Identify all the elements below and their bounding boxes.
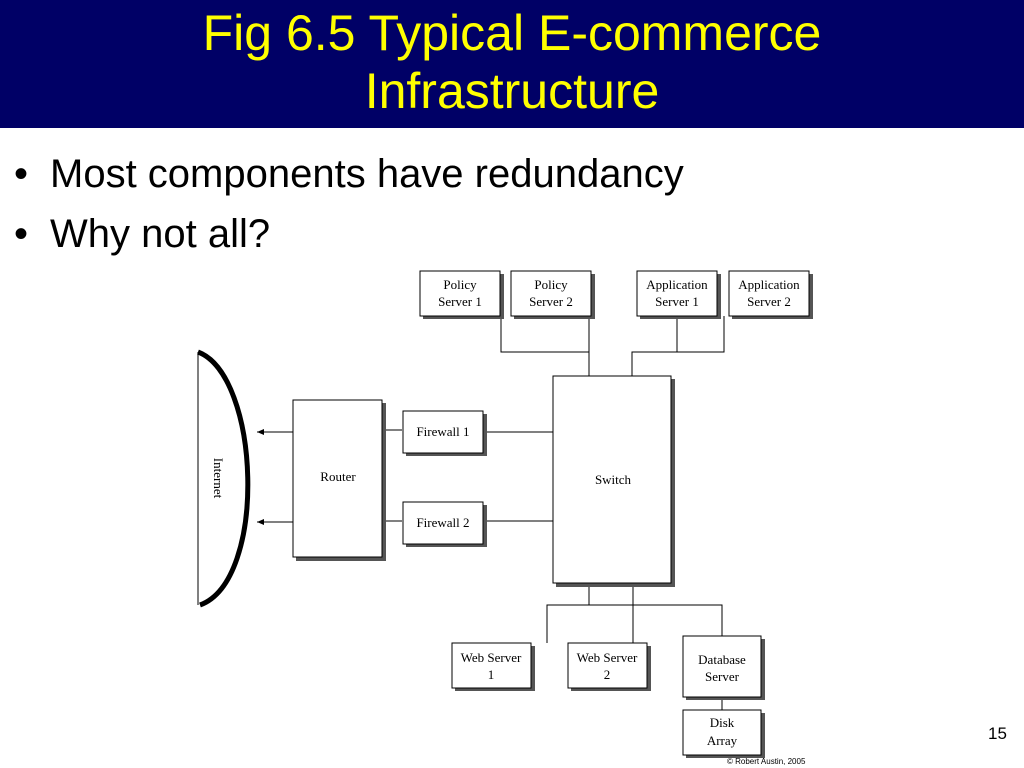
slide-title-line-1: Fig 6.5 Typical E-commerce bbox=[202, 5, 822, 61]
switch-to-database-line bbox=[632, 583, 723, 636]
firewall-2-label: Firewall 2 bbox=[416, 515, 469, 530]
policy-server-2-line-2: Server 2 bbox=[529, 294, 573, 309]
web-servers-connector bbox=[546, 604, 634, 643]
internet-cloud: Internet bbox=[196, 349, 251, 608]
switch-box: Switch bbox=[552, 375, 675, 587]
page-number: 15 bbox=[988, 724, 1007, 743]
app-server-1-line-1: Application bbox=[646, 277, 708, 292]
router-box: Router bbox=[292, 399, 386, 561]
switch-label: Switch bbox=[595, 472, 632, 487]
web-server-2-line-1: Web Server bbox=[577, 650, 638, 665]
policy-server-2-box: Policy Server 2 bbox=[510, 270, 595, 319]
web-server-1-line-2: 1 bbox=[488, 667, 495, 682]
app-server-2-line-1: Application bbox=[738, 277, 800, 292]
web-server-1-line-1: Web Server bbox=[461, 650, 522, 665]
app-server-2-box: Application Server 2 bbox=[728, 270, 813, 319]
bullet-marker: • bbox=[14, 212, 29, 256]
firewall-1-box: Firewall 1 bbox=[402, 410, 487, 456]
title-bar: Fig 6.5 Typical E-commerce Infrastructur… bbox=[0, 0, 1024, 128]
web-server-1-box: Web Server 1 bbox=[451, 642, 535, 691]
web-server-2-line-2: 2 bbox=[604, 667, 611, 682]
policy-server-1-line-2: Server 1 bbox=[438, 294, 482, 309]
bullet-marker: • bbox=[14, 152, 29, 196]
app-server-2-line-2: Server 2 bbox=[747, 294, 791, 309]
web-server-2-box: Web Server 2 bbox=[567, 642, 651, 691]
internet-label: Internet bbox=[211, 458, 226, 499]
bullet-list: • Most components have redundancy • Why … bbox=[14, 150, 684, 270]
slide-title-line-2: Infrastructure bbox=[364, 63, 660, 119]
policy-servers-connector bbox=[500, 316, 590, 353]
bullet-text: Why not all? bbox=[50, 212, 271, 256]
app-server-1-line-2: Server 1 bbox=[655, 294, 699, 309]
database-server-line-2: Server bbox=[705, 669, 740, 684]
bullet-item: • Most components have redundancy bbox=[14, 150, 684, 198]
disk-array-line-2: Array bbox=[707, 733, 738, 748]
bullet-text: Most components have redundancy bbox=[50, 152, 684, 196]
app-servers-connector bbox=[631, 316, 725, 376]
database-server-box: Database Server bbox=[682, 635, 765, 700]
router-label: Router bbox=[320, 469, 356, 484]
disk-array-box: Disk Array bbox=[682, 709, 765, 758]
firewall-2-box: Firewall 2 bbox=[402, 501, 487, 547]
copyright-text: © Robert Austin, 2005 bbox=[727, 757, 806, 766]
policy-server-1-line-1: Policy bbox=[443, 277, 477, 292]
bullet-item: • Why not all? bbox=[14, 210, 684, 258]
policy-server-1-box: Policy Server 1 bbox=[419, 270, 504, 319]
database-server-line-1: Database bbox=[698, 652, 746, 667]
app-server-1-box: Application Server 1 bbox=[636, 270, 721, 319]
policy-server-2-line-1: Policy bbox=[534, 277, 568, 292]
slide-title: Fig 6.5 Typical E-commerce Infrastructur… bbox=[0, 4, 1024, 120]
disk-array-line-1: Disk bbox=[710, 715, 735, 730]
firewall-1-label: Firewall 1 bbox=[416, 424, 469, 439]
